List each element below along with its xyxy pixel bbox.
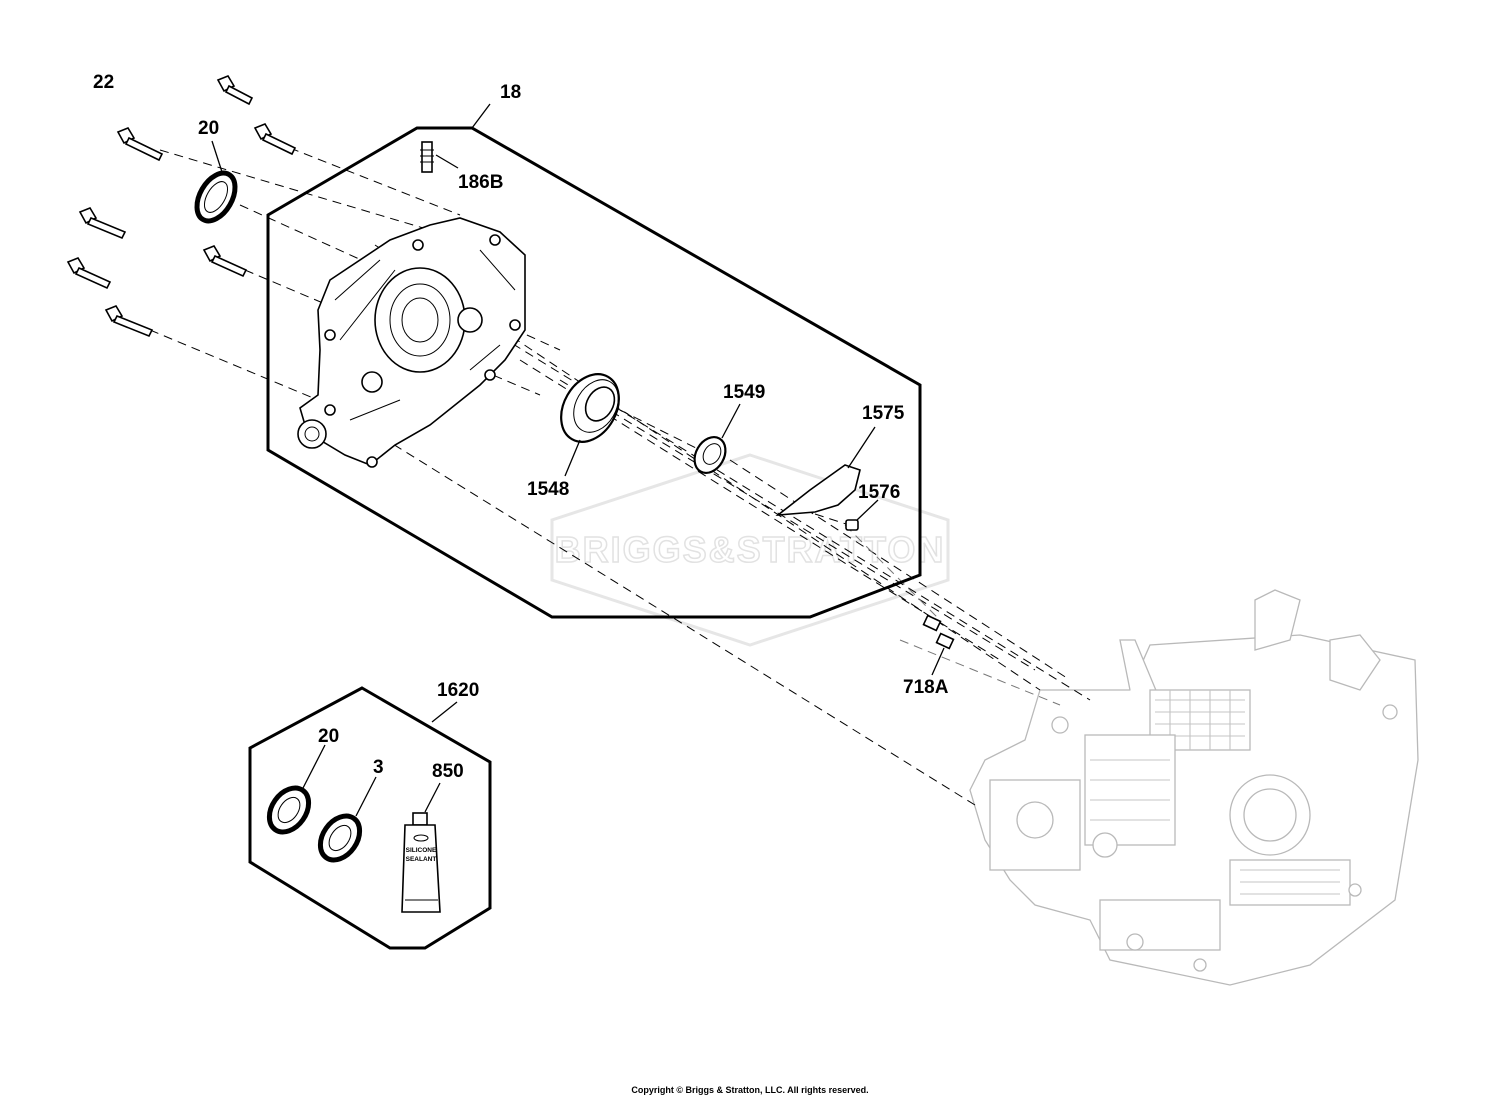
callout-kit-20: 20 xyxy=(318,726,339,747)
leader-1620 xyxy=(431,701,458,723)
callout-1548: 1548 xyxy=(527,479,569,500)
engine-block-reference xyxy=(969,589,1419,986)
bolt xyxy=(104,305,154,338)
oil-seal xyxy=(194,170,238,224)
leader-1575 xyxy=(847,426,876,469)
gasket-kit-outline xyxy=(248,686,492,950)
briggs-stratton-watermark: BRIGGS&STRATTON xyxy=(550,453,950,647)
leader-20 xyxy=(211,140,223,173)
assembly-group-outline xyxy=(266,126,922,619)
silicone-sealant-tube: SILICONE SEALANT xyxy=(401,812,441,913)
watermark-text: BRIGGS&STRATTON xyxy=(555,529,946,570)
callout-20: 20 xyxy=(198,118,219,139)
callout-18: 18 xyxy=(500,82,521,103)
bolt xyxy=(253,123,297,156)
assembly-lines xyxy=(149,147,1091,806)
callout-kit-850: 850 xyxy=(432,761,464,782)
copyright-notice: Copyright © Briggs & Stratton, LLC. All … xyxy=(631,1085,869,1095)
callout-1576: 1576 xyxy=(858,482,900,503)
leader-18 xyxy=(471,103,491,129)
callout-labels: 22 20 18 186B 1549 1575 1576 1548 718A 1… xyxy=(93,72,949,782)
leader-1548 xyxy=(564,439,581,477)
bolt-set xyxy=(66,75,297,338)
kit-seal xyxy=(317,813,363,863)
sealant-label-line1: SILICONE xyxy=(406,847,437,854)
leader-718A xyxy=(931,647,945,676)
crankcase-cover xyxy=(297,217,526,468)
callout-1575: 1575 xyxy=(862,403,905,424)
main-bearing xyxy=(560,373,620,443)
bolt xyxy=(216,75,254,106)
breather-fitting xyxy=(420,141,434,173)
leader-kit-3 xyxy=(355,776,377,817)
callout-1620: 1620 xyxy=(437,680,479,701)
bolt xyxy=(66,257,112,290)
callout-22: 22 xyxy=(93,72,114,93)
callout-kit-3: 3 xyxy=(373,757,384,778)
leader-1549 xyxy=(721,403,741,439)
dowel-pins xyxy=(922,614,955,650)
leader-186B xyxy=(435,154,459,169)
baffle-plate xyxy=(775,464,861,517)
kit-oil-seal xyxy=(266,785,312,835)
callout-1549: 1549 xyxy=(723,382,765,403)
callout-186B: 186B xyxy=(458,172,503,193)
bolt xyxy=(78,207,127,240)
bolt xyxy=(116,127,164,162)
sealant-label-line2: SEALANT xyxy=(406,856,437,863)
bearing xyxy=(693,436,727,474)
screw xyxy=(814,513,859,531)
leader-kit-20 xyxy=(301,744,326,791)
bolt xyxy=(202,245,248,278)
leader-kit-850 xyxy=(424,782,441,813)
leader-1576 xyxy=(856,499,879,521)
callout-718A: 718A xyxy=(903,677,949,698)
